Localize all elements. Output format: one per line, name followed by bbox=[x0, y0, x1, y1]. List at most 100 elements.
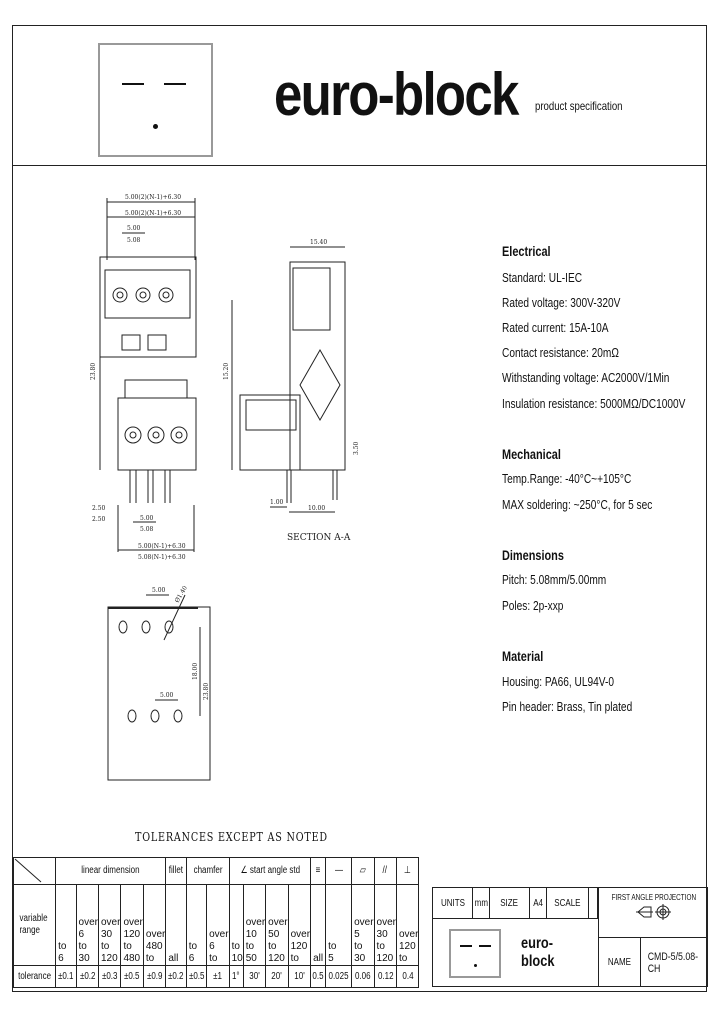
group-header: ⊥ bbox=[395, 857, 420, 885]
dim-pcb-hole: Ø1.40 bbox=[174, 585, 189, 604]
range-cell: all bbox=[165, 884, 187, 966]
dim-pcb-pitch2: 5.00 bbox=[160, 692, 174, 699]
dim-bottom-pitch-a: 5.00 bbox=[140, 515, 154, 522]
dim-pcb-span: 18.00 bbox=[192, 663, 199, 680]
value-cell: ±0.3 bbox=[97, 965, 122, 988]
range-cell: over 480 to bbox=[142, 884, 167, 966]
section-label: SECTION A-A bbox=[287, 533, 351, 543]
scale-value bbox=[589, 888, 598, 919]
range-cell: over 5 to 30 bbox=[351, 884, 375, 966]
units-label: UNITS bbox=[433, 888, 473, 919]
dim-pcb-height: 23.80 bbox=[203, 683, 210, 700]
dim-sec-len: 10.00 bbox=[308, 505, 325, 512]
dim-pin-len: 3.50 bbox=[353, 441, 360, 455]
spec-item: Withstanding voltage: AC2000V/1Min bbox=[502, 370, 670, 385]
value-cell: ±0.1 bbox=[55, 965, 77, 988]
part-name: CMD-5/5.08-CH bbox=[647, 950, 699, 975]
spec-item: Poles: 2p-xxp bbox=[502, 598, 564, 613]
value-cell: 10' bbox=[287, 965, 312, 988]
group-header: chamfer bbox=[185, 857, 230, 885]
range-cell: over 50 to 120 bbox=[265, 884, 289, 966]
spec-item: Rated current: 15A-10A bbox=[502, 320, 609, 335]
dim-pin-b: 2.50 bbox=[92, 516, 106, 523]
value-cell: 0.06 bbox=[351, 965, 375, 988]
value-cell: ±0.5 bbox=[120, 965, 144, 988]
value-cell: 0.5 bbox=[310, 965, 327, 988]
name-label: NAME bbox=[598, 938, 641, 987]
value-cell: ±0.2 bbox=[75, 965, 99, 988]
spec-item: Pin header: Brass, Tin plated bbox=[502, 699, 633, 714]
tolerance-table: linear dimension fillet chamfer ∠ start … bbox=[12, 857, 420, 988]
brand-title: euro-block bbox=[274, 61, 519, 128]
table-row: tolerance ±0.1 ±0.2 ±0.3 ±0.5 ±0.9 ±0.2 … bbox=[12, 965, 420, 988]
title-block-brand: euro-block bbox=[521, 935, 555, 970]
dim-pcb-pitch: 5.00 bbox=[152, 587, 166, 594]
range-cell: to 10 bbox=[228, 884, 244, 966]
value-cell: ±0.5 bbox=[185, 965, 208, 988]
title-block: UNITS mm SIZE A4 SCALE euro-block FIRST … bbox=[432, 887, 708, 987]
range-cell: over 30 to 120 bbox=[373, 884, 398, 966]
value-cell: 0.12 bbox=[373, 965, 398, 988]
spec-item: Rated voltage: 300V-320V bbox=[502, 295, 621, 310]
dim-pin-a: 2.50 bbox=[92, 505, 106, 512]
value-cell: 0.025 bbox=[325, 965, 353, 988]
dim-pitch-a: 5.00 bbox=[127, 225, 141, 232]
range-cell: over 6 to 30 bbox=[75, 884, 99, 966]
spec-item: Housing: PA66, UL94V-0 bbox=[502, 674, 614, 689]
dim-bottom-a: 5.00(N-1)+6.30 bbox=[138, 543, 186, 550]
value-cell: ±1 bbox=[206, 965, 230, 988]
group-header: — bbox=[325, 857, 353, 885]
value-cell: 30' bbox=[242, 965, 267, 988]
spec-item: Contact resistance: 20mΩ bbox=[502, 345, 619, 360]
group-header: ▱ bbox=[351, 857, 375, 885]
section-view: 15.40 15.20 3.50 1.00 10.00 SECTION A-A bbox=[223, 239, 360, 543]
size-value: A4 bbox=[530, 888, 547, 919]
spec-item: MAX soldering: ~250°C, for 5 sec bbox=[502, 497, 653, 512]
group-header: // bbox=[373, 857, 398, 885]
group-header: ≡ bbox=[310, 857, 327, 885]
dim-bottom-b: 5.08(N-1)+6.30 bbox=[138, 554, 186, 561]
first-angle-projection-icon bbox=[635, 904, 671, 920]
corner-cell bbox=[12, 857, 57, 885]
dim-top-b: 5.00(2)(N-1)+6.30 bbox=[125, 210, 181, 217]
range-cell: to 6 bbox=[185, 884, 208, 966]
group-header: linear dimension bbox=[55, 857, 167, 885]
row-label: tolerance bbox=[12, 965, 57, 988]
range-cell: over 6 to bbox=[206, 884, 230, 966]
projection-cell: FIRST ANGLE PROJECTION bbox=[598, 888, 708, 938]
mechanical-heading: Mechanical bbox=[502, 446, 561, 462]
spec-item: Standard: UL-IEC bbox=[502, 270, 583, 285]
title-block-logo bbox=[449, 929, 501, 978]
dim-height: 23.80 bbox=[90, 363, 97, 380]
range-cell: over 120 to bbox=[287, 884, 312, 966]
value-cell: 0.4 bbox=[395, 965, 420, 988]
range-cell: to 6 bbox=[55, 884, 77, 966]
size-label: SIZE bbox=[490, 888, 530, 919]
pcb-layout-view: 5.00 Ø1.40 5.00 18.00 23.80 bbox=[107, 585, 211, 781]
subtitle: product specification bbox=[535, 99, 623, 113]
value-cell: ±0.9 bbox=[142, 965, 167, 988]
dim-pitch-b: 5.08 bbox=[127, 237, 141, 244]
range-cell: over 30 to 120 bbox=[97, 884, 122, 966]
range-cell: over 120 to 480 bbox=[120, 884, 144, 966]
group-header: ∠ start angle std bbox=[228, 857, 312, 885]
header-divider bbox=[12, 165, 707, 166]
units-value: mm bbox=[473, 888, 490, 919]
value-cell: 1° bbox=[228, 965, 244, 988]
range-cell: all bbox=[310, 884, 327, 966]
spec-item: Insulation resistance: 5000MΩ/DC1000V bbox=[502, 396, 686, 411]
dim-bottom-pitch-b: 5.08 bbox=[140, 526, 154, 533]
dim-sec-small: 1.00 bbox=[270, 499, 284, 506]
dimensions-heading: Dimensions bbox=[502, 547, 564, 563]
row-label: variable range bbox=[12, 884, 57, 966]
material-heading: Material bbox=[502, 648, 544, 664]
range-cell: to 5 bbox=[325, 884, 353, 966]
spec-item: Temp.Range: -40°C~+105°C bbox=[502, 471, 632, 486]
electrical-heading: Electrical bbox=[502, 243, 551, 259]
range-cell: over 120 to bbox=[395, 884, 420, 966]
table-header-row: linear dimension fillet chamfer ∠ start … bbox=[12, 857, 420, 885]
logo bbox=[98, 43, 213, 157]
value-cell: ±0.2 bbox=[165, 965, 187, 988]
group-header: fillet bbox=[165, 857, 187, 885]
